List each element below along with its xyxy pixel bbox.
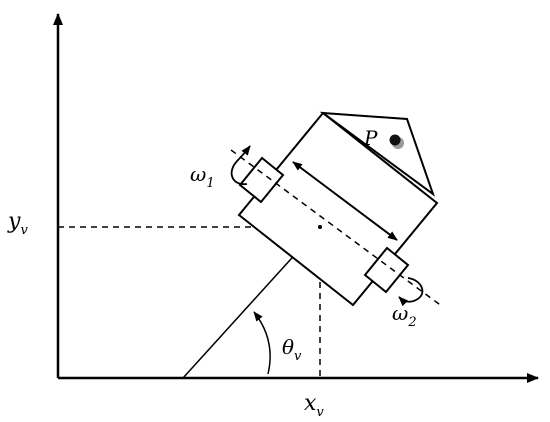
right-wheel	[363, 246, 410, 294]
vehicle-body	[230, 111, 444, 308]
omega2-label: ω2	[392, 301, 417, 330]
x-axis-label: xv	[304, 391, 324, 420]
theta-angle-arc	[253, 311, 271, 375]
point-p-marker	[389, 134, 401, 146]
y-axis-label: yv	[7, 209, 28, 238]
omega1-rotation-arrow	[230, 145, 251, 185]
point-p-label: P	[363, 126, 378, 150]
track-width-arrow	[292, 161, 398, 241]
omega2-rotation-arrow	[398, 277, 424, 307]
center-point	[318, 225, 322, 229]
theta-label: θv	[282, 335, 302, 364]
front-nose	[319, 111, 435, 197]
omega1-label: ω1	[190, 162, 215, 191]
left-wheel	[238, 156, 285, 204]
